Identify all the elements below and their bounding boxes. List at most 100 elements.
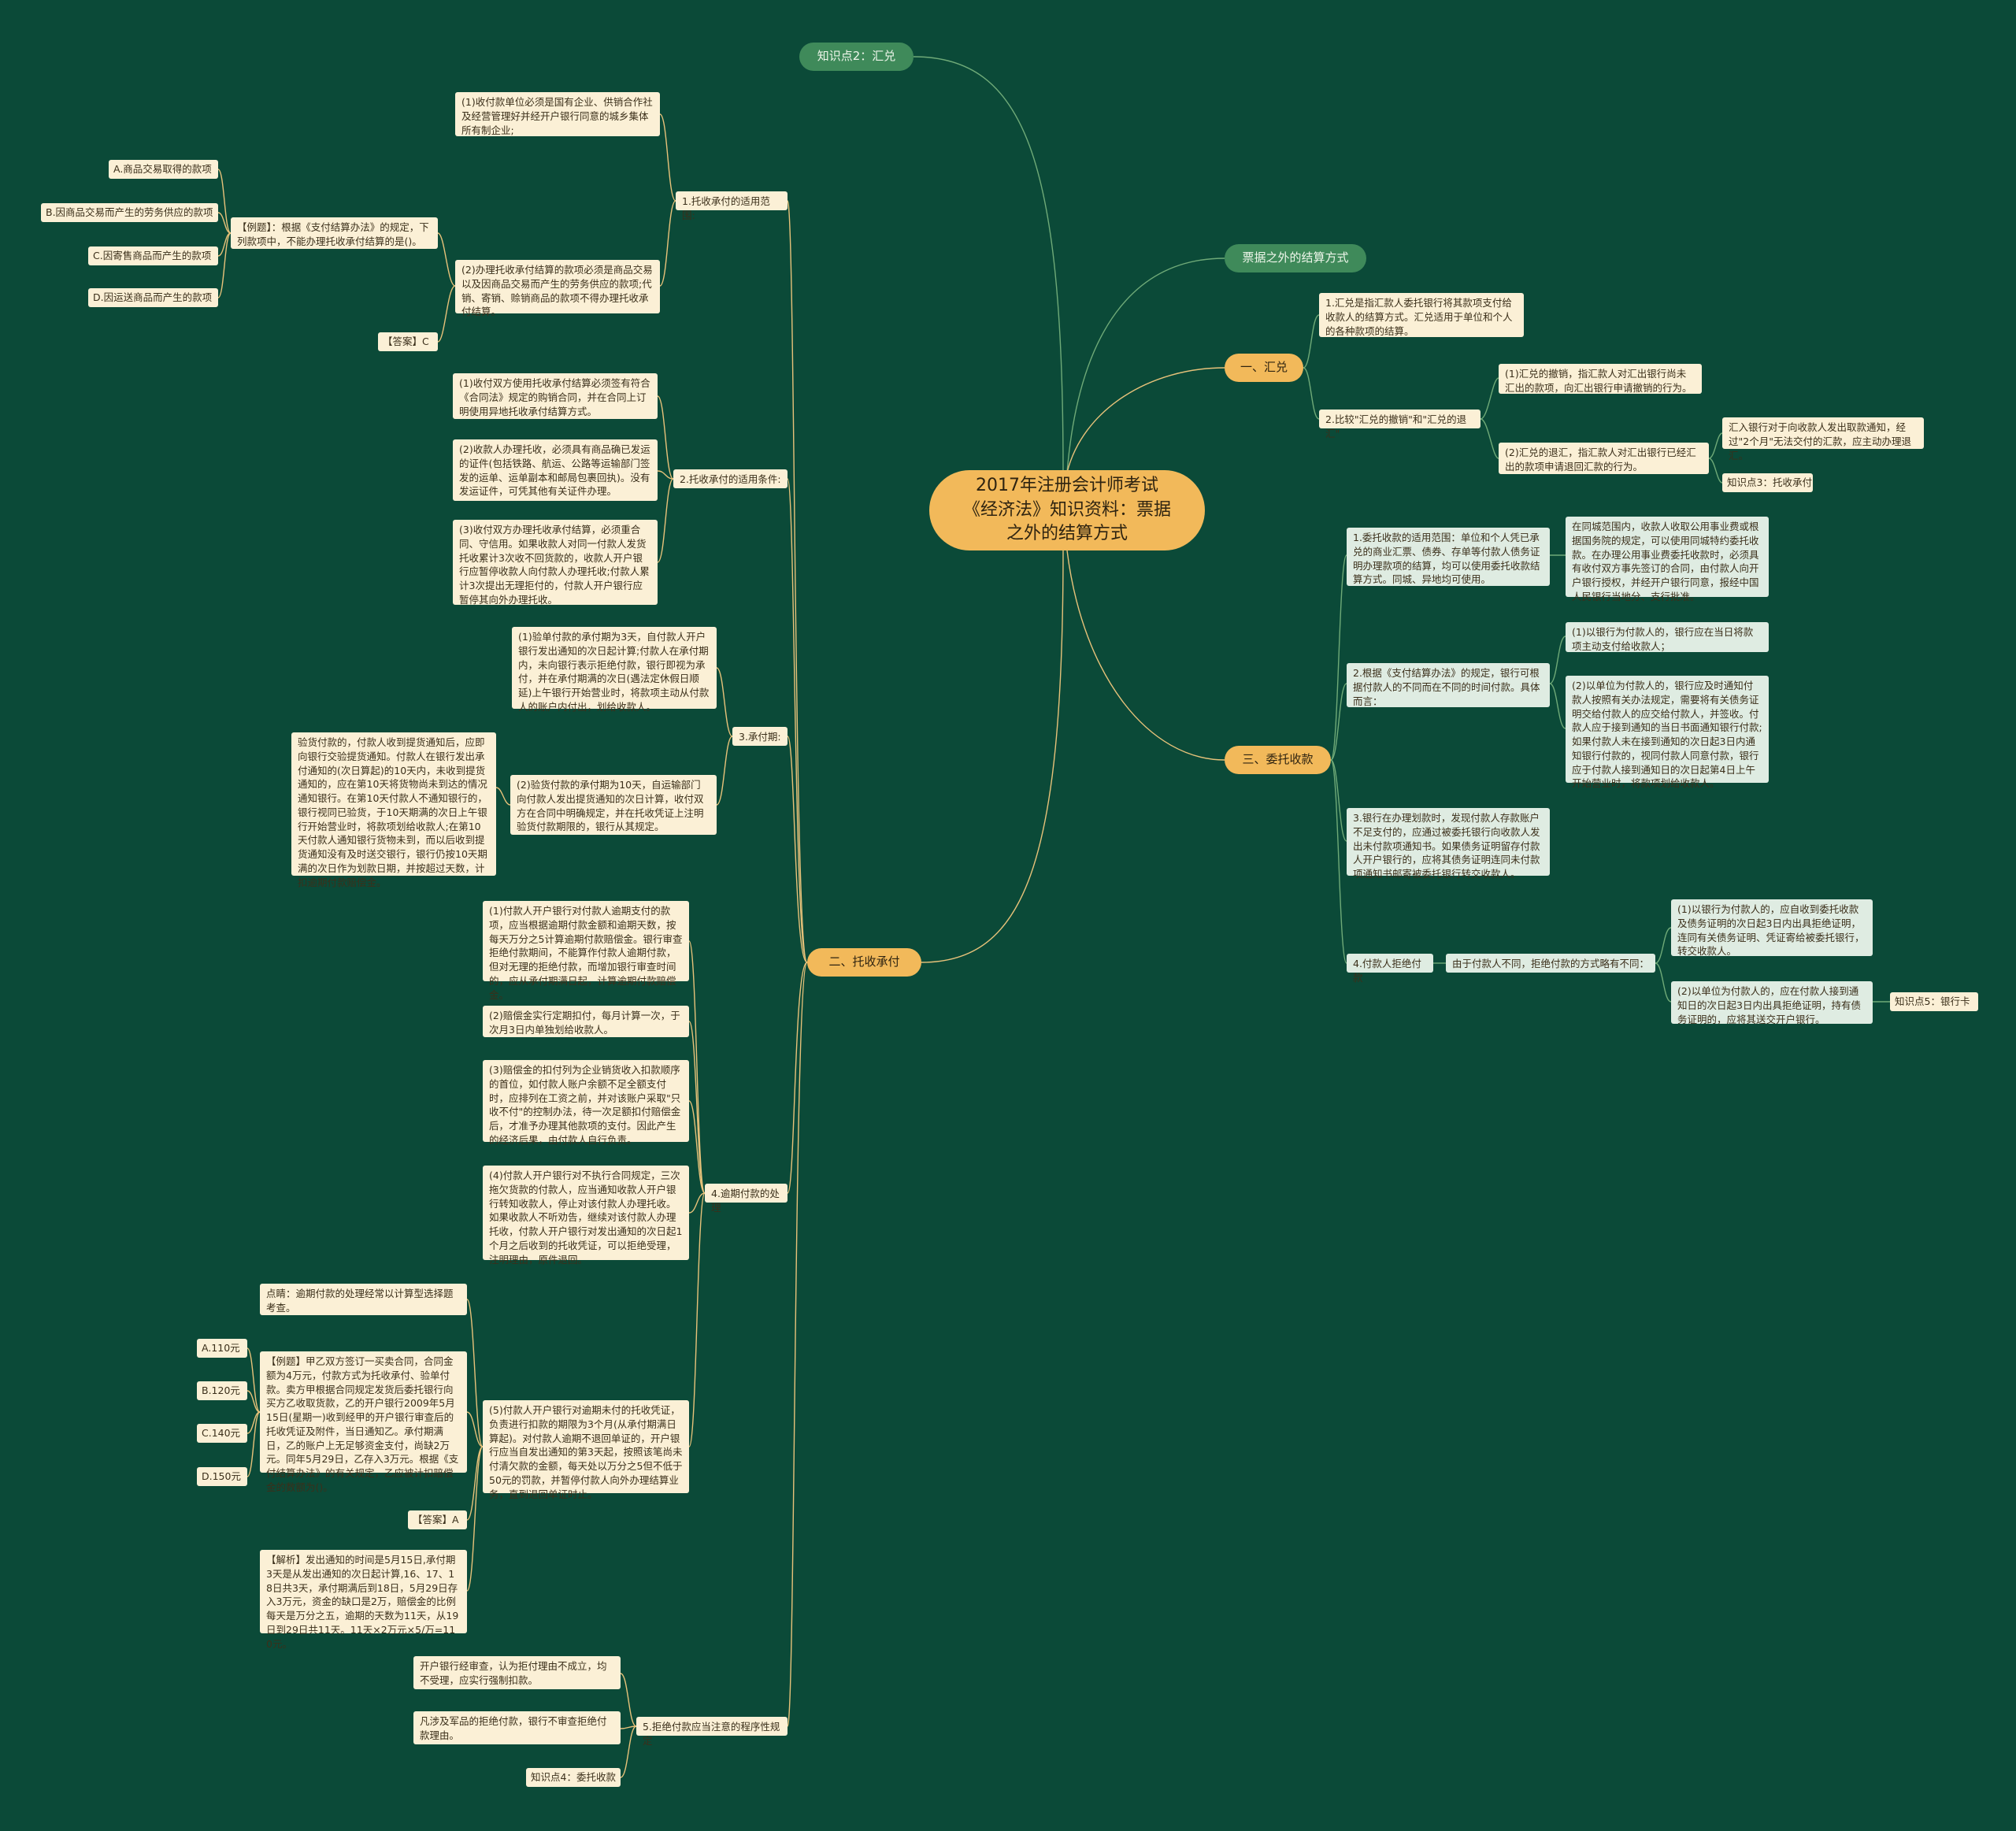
- knowledge-point-5-tag[interactable]: 知识点5：银行卡: [1890, 992, 1978, 1011]
- link-s3-a: [716, 667, 733, 737]
- condition-contract[interactable]: (1)收付双方使用托收承付结算必须签有符合《合同法》规定的购销合同，并在合同上订…: [453, 373, 658, 419]
- remittance-refund[interactable]: (2)汇兑的退汇，指汇款人对汇出银行已经汇出的款项申请退回汇款的行为。: [1499, 443, 1709, 474]
- link-s2-c: [657, 478, 674, 563]
- entrusted-unit-payer[interactable]: (2)以单位为付款人的，银行应及时通知付款人按照有关办法规定，需要将有关债务证明…: [1566, 676, 1769, 789]
- branch-remittance[interactable]: 一、汇兑: [1225, 354, 1303, 382]
- link-b2-s1: [787, 200, 808, 963]
- link-b2-s3: [787, 736, 808, 963]
- entrusted-bank-payer[interactable]: (1)以银行为付款人的，银行应在当日将款项主动支付给收款人；: [1566, 622, 1769, 652]
- knowledge-point-3-tag[interactable]: 知识点3：托收承付: [1722, 473, 1813, 492]
- remittance-refund-note[interactable]: 汇入银行对于向收款人发出取款通知，经过"2个月"无法交付的汇款，应主动办理退汇。: [1722, 417, 1924, 461]
- overdue-deduction-priority[interactable]: (3)赔偿金的扣付列为企业销货收入扣款顺序的首位，如付款人账户余额不足全额支付时…: [483, 1060, 689, 1146]
- link-s2-b: [657, 470, 674, 480]
- period-goods-check-detail[interactable]: 验货付款的，付款人收到提货通知后，应即向银行交验提货通知。付款人在银行发出承付通…: [291, 732, 496, 888]
- link-s5-b: [620, 1725, 637, 1729]
- example-option-d[interactable]: D.因运送商品而产生的款项: [88, 288, 218, 307]
- branch-non-bill-settlement[interactable]: 票据之外的结算方式: [1225, 244, 1366, 272]
- overdue-deduction-limit[interactable]: (5)付款人开户银行对逾期未付的托收凭证，负责进行扣款的期限为3个月(从承付期满…: [483, 1400, 689, 1500]
- overdue-answer[interactable]: 【答案】A: [408, 1510, 467, 1529]
- link-s4-e: [688, 1192, 706, 1447]
- entrusted-refuse-methods[interactable]: 由于付款人不同，拒绝付款的方式略有不同：: [1446, 954, 1655, 973]
- entrusted-insufficient-funds[interactable]: 3.银行在办理划款时，发现付款人存款账户不足支付的，应通过被委托银行向收款人发出…: [1347, 808, 1550, 880]
- link-b3-c2: [1330, 683, 1347, 761]
- acceptance-scope-enterprise[interactable]: (1)收付款单位必须是国有企业、供销合作社及经营管理好并经开户银行同意的城乡集体…: [455, 92, 660, 136]
- link-root-top: [913, 56, 1064, 471]
- link-b1-c1: [1303, 314, 1320, 369]
- link-s5-a: [620, 1673, 637, 1727]
- link-s4-d: [688, 1192, 706, 1214]
- link-c2b-c2b2: [1708, 458, 1723, 484]
- overdue-option-d[interactable]: D.150元: [197, 1467, 247, 1486]
- refusal-forced-deduction[interactable]: 开户银行经审查，认为拒付理由不成立，均不受理，应实行强制扣款。: [413, 1656, 621, 1689]
- link-b1-c2: [1303, 367, 1320, 420]
- entrusted-refuse-unit[interactable]: (2)以单位为付款人的，应在付款人接到通知日的次日起3日内出具拒绝证明，持有债务…: [1671, 981, 1873, 1025]
- link-c2-c2b: [1480, 418, 1499, 459]
- link-c2-c2b-r: [1549, 683, 1566, 729]
- acceptance-scope[interactable]: 1.托收承付的适用范围:: [676, 191, 788, 221]
- condition-credit[interactable]: (3)收付双方办理托收承付结算，必须重合同、守信用。如果收款人对同一付款人发货托…: [453, 520, 658, 606]
- entrusted-scope-detail[interactable]: 在同城范围内，收款人收取公用事业费或根据国务院的规定，可以使用同城特约委托收款。…: [1566, 517, 1769, 602]
- link-c2-c2a: [1480, 377, 1499, 420]
- overdue-option-a[interactable]: A.110元: [197, 1339, 247, 1358]
- overdue-option-c[interactable]: C.140元: [197, 1424, 247, 1443]
- acceptance-period[interactable]: 3.承付期:: [732, 727, 788, 746]
- link-b2-s5: [787, 962, 808, 1727]
- condition-shipping-docs[interactable]: (2)收款人办理托收，必须具有商品确已发运的证件(包括铁路、航运、公路等运输部门…: [453, 439, 658, 501]
- link-s2-a: [657, 395, 674, 480]
- example-option-b[interactable]: B.因商品交易而产生的劳务供应的款项: [41, 203, 218, 222]
- link-s4-a: [688, 940, 706, 1194]
- link-c2-c2a-r: [1549, 636, 1566, 684]
- overdue-periodic-deduction[interactable]: (2)赔偿金实行定期扣付，每月计算一次，于次月3日内单独划给收款人。: [483, 1006, 689, 1037]
- root-topic[interactable]: 2017年注册会计师考试《经济法》知识资料：票据之外的结算方式: [929, 470, 1205, 550]
- remittance-definition[interactable]: 1.汇兑是指汇款人委托银行将其款项支付给收款人的结算方式。汇兑适用于单位和个人的…: [1319, 293, 1524, 337]
- acceptance-example[interactable]: 【例题】：根据《支付结算办法》的规定，下列款项中，不能办理托收承付结算的是()。: [231, 217, 438, 249]
- knowledge-point-4-tag[interactable]: 知识点4：委托收款: [526, 1768, 621, 1787]
- overdue-payment[interactable]: 4.逾期付款的处理: [705, 1184, 788, 1214]
- link-b3-c1: [1330, 554, 1347, 761]
- entrusted-scope[interactable]: 1.委托收款的适用范围：单位和个人凭已承兑的商业汇票、债券、存单等付款人债务证明…: [1347, 528, 1550, 586]
- entrusted-refuse-payment[interactable]: 4.付款人拒绝付款: [1347, 954, 1433, 984]
- example-option-c[interactable]: C.因寄售商品而产生的款项: [88, 246, 218, 265]
- example-option-a[interactable]: A.商品交易取得的款项: [109, 160, 218, 179]
- link-c4m-c4a: [1655, 927, 1672, 964]
- period-goods-check[interactable]: (2)验货付款的承付期为10天，自运输部门向付款人发出提货通知的次日计算，收付双…: [510, 775, 717, 835]
- link-e-e3: [466, 1446, 484, 1521]
- link-root-b0: [1066, 258, 1225, 473]
- remittance-cancel[interactable]: (1)汇兑的撤销，指汇款人对汇出银行尚未汇出的款项，向汇出银行申请撤销的行为。: [1499, 364, 1702, 394]
- entrusted-refuse-bank[interactable]: (1)以银行为付款人的，应自收到委托收款及债务证明的次日起3日内出具拒绝证明，连…: [1671, 899, 1873, 957]
- period-document-check[interactable]: (1)验单付款的承付期为3天，自付款人开户银行发出通知的次日起计算;付款人在承付…: [512, 627, 717, 713]
- overdue-analysis[interactable]: 【解析】发出通知的时间是5月15日,承付期3天是从发出通知的次日起计算,16、1…: [260, 1550, 467, 1650]
- link-root-b3: [1066, 550, 1225, 761]
- acceptance-conditions[interactable]: 2.托收承付的适用条件:: [673, 469, 788, 488]
- refusal-procedure[interactable]: 5.拒绝付款应当注意的程序性规定: [636, 1717, 788, 1747]
- entrusted-payment-time[interactable]: 2.根据《支付结算办法》的规定，银行可根据付款人的不同而在不同的时间付款。具体而…: [1347, 663, 1550, 707]
- acceptance-scope-payment[interactable]: (2)办理托收承付结算的款项必须是商品交易以及因商品交易而产生的劳务供应的款项;…: [455, 260, 660, 317]
- link-s1-b: [659, 200, 676, 287]
- link-c2b-c2b1: [1708, 432, 1723, 459]
- branch-collection-acceptance[interactable]: 二、托收承付: [807, 948, 921, 977]
- example-answer[interactable]: 【答案】C: [378, 332, 438, 351]
- link-b-ans: [437, 285, 456, 343]
- link-s4-c: [688, 1100, 706, 1194]
- link-e2-o2: [246, 1390, 261, 1413]
- link-b3-c3: [1330, 759, 1347, 842]
- knowledge-point-2-tag[interactable]: 知识点2：汇兑: [799, 43, 914, 71]
- link-e2-o1: [246, 1347, 261, 1413]
- link-s1-a: [659, 113, 676, 202]
- overdue-example[interactable]: 【例题】甲乙双方签订一买卖合同，合同金额为4万元，付款方式为托收承付、验单付款。…: [260, 1351, 467, 1493]
- link-c4m-c4b: [1655, 962, 1672, 1003]
- link-ex-o2: [217, 212, 232, 234]
- overdue-stop-collection[interactable]: (4)付款人开户银行对不执行合同规定，三次拖欠货款的付款人，应当通知收款人开户银…: [483, 1166, 689, 1266]
- link-s4-b: [688, 1021, 706, 1194]
- overdue-option-b[interactable]: B.120元: [197, 1381, 247, 1400]
- link-b2-s4: [787, 962, 808, 1194]
- remittance-compare[interactable]: 2.比较"汇兑的撤销"和"汇兑的退汇": [1319, 410, 1480, 439]
- overdue-tip[interactable]: 点睛：逾期付款的处理经常以计算型选择题考查。: [260, 1284, 467, 1315]
- overdue-compensation[interactable]: (1)付款人开户银行对付款人逾期支付的款项，应当根据逾期付款金额和逾期天数，按每…: [483, 901, 689, 1001]
- link-b3-c4: [1330, 759, 1347, 964]
- refusal-military[interactable]: 凡涉及军品的拒绝付款，银行不审查拒绝付款理由。: [413, 1711, 621, 1744]
- link-e-e4: [466, 1446, 484, 1592]
- branch-entrusted-collection[interactable]: 三、委托收款: [1225, 746, 1331, 774]
- link-ex-o1: [217, 169, 232, 234]
